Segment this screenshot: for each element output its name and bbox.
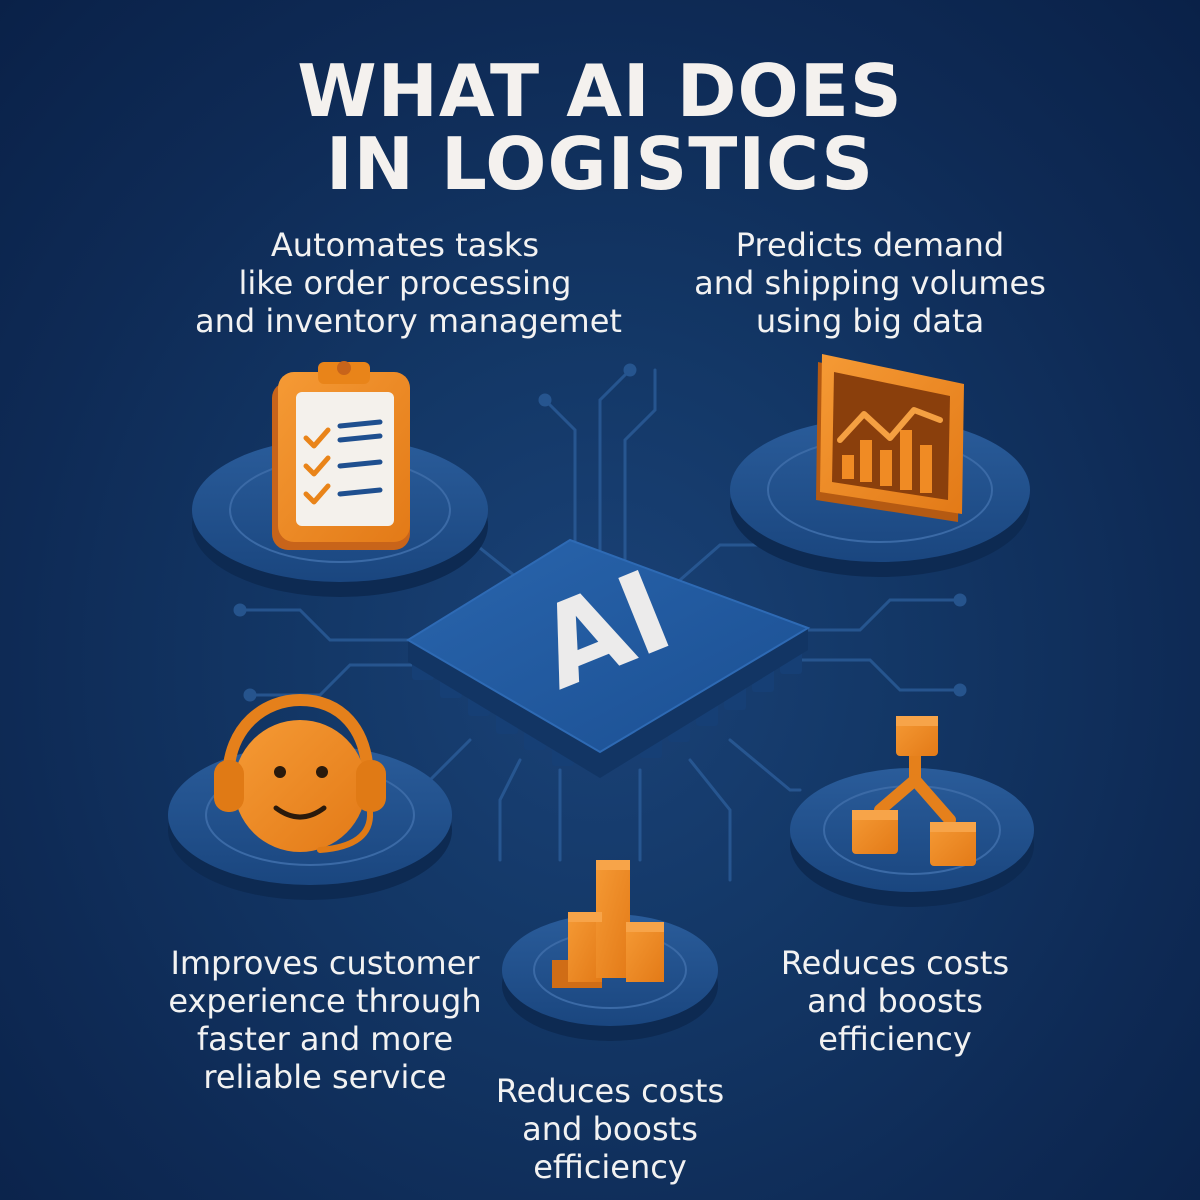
clipboard-checklist-icon [272, 361, 410, 550]
caption-customer-line: Improves customer [170, 944, 480, 982]
caption-prediction-line: Predicts demand [735, 226, 1005, 264]
caption-customer-line: experience through [168, 982, 482, 1020]
caption-automation-line: and inventory managemet [195, 302, 622, 340]
caption-costs-right-line: Reduces costs [780, 944, 1010, 982]
caption-customer-line: reliable service [203, 1058, 447, 1096]
caption-costs-right: Reduces costs and boosts efficiency [770, 944, 1020, 1058]
platform-costs-right [790, 768, 1034, 907]
caption-prediction-line: and shipping volumes [694, 264, 1046, 302]
caption-costs-bottom: Reduces costs and boosts efficiency [480, 1072, 740, 1186]
caption-automation-line: like order processing [238, 264, 572, 302]
page-title-line2: IN LOGISTICS [325, 122, 875, 206]
bar-blocks-icon [552, 860, 664, 988]
caption-prediction: Predicts demand and shipping volumes usi… [690, 226, 1050, 340]
network-hierarchy-icon [852, 716, 976, 866]
caption-costs-bottom-line: efficiency [533, 1148, 687, 1186]
analytics-chart-icon [816, 354, 964, 522]
page-title-line1: WHAT AI DOES [297, 49, 903, 133]
caption-costs-right-line: and boosts [807, 982, 983, 1020]
caption-automation-line: Automates tasks [270, 226, 540, 264]
caption-costs-bottom-line: and boosts [522, 1110, 698, 1148]
caption-customer: Improves customer experience through fas… [165, 944, 485, 1096]
caption-customer-line: faster and more [196, 1020, 454, 1058]
caption-automation: Automates tasks like order processing an… [195, 226, 622, 340]
ai-chip [406, 538, 811, 778]
caption-costs-right-line: efficiency [818, 1020, 972, 1058]
caption-prediction-line: using big data [755, 302, 985, 340]
caption-costs-bottom-line: Reduces costs [495, 1072, 725, 1110]
headset-smiley-icon [214, 693, 386, 853]
